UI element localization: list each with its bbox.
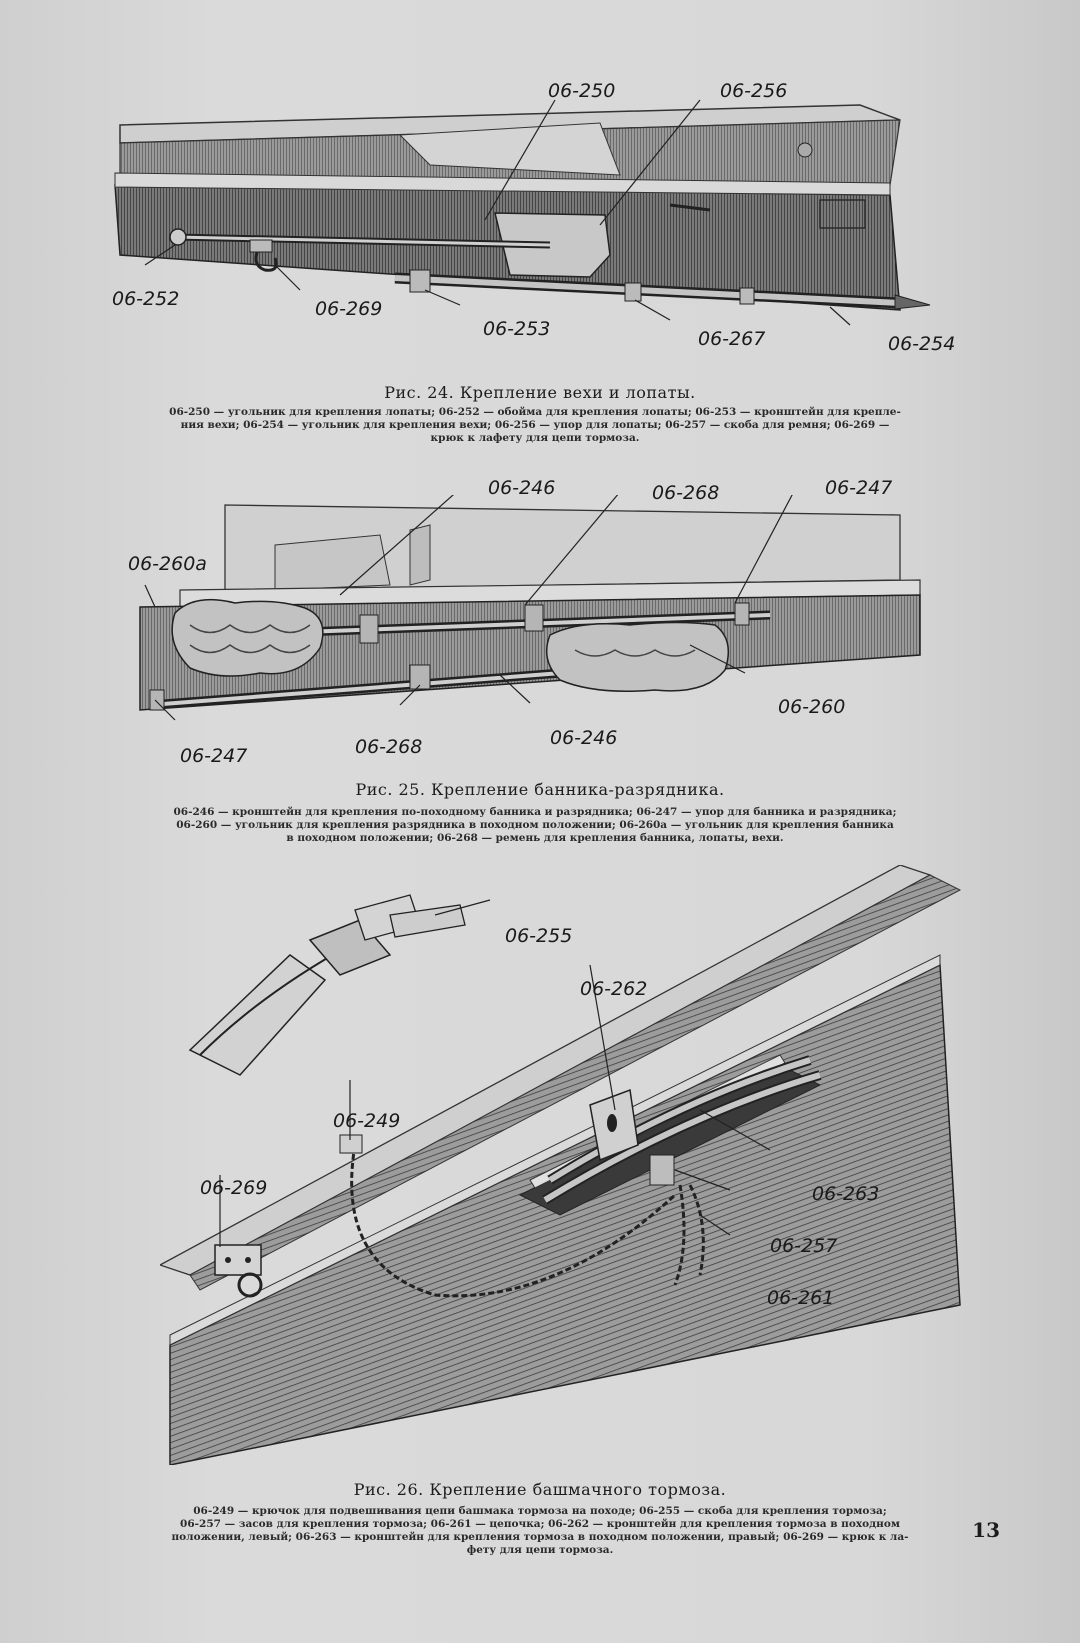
fig26-label-06-249: 06-249 [333, 1110, 401, 1132]
fig24-label-06-254: 06-254 [888, 333, 956, 355]
fig25-label-06-268-top: 06-268 [652, 482, 720, 504]
fig24-caption: 06-250 — угольник для крепления лопаты; … [55, 406, 1015, 445]
fig26-title: Рис. 26. Крепление башмачного тормоза. [353, 1480, 727, 1499]
fig26-label-06-262: 06-262 [580, 978, 648, 1000]
fig26-caption-line: 06-257 — засов для крепления тормоза; 06… [180, 1518, 900, 1530]
fig24-label-06-267: 06-267 [698, 328, 766, 350]
fig24-title: Рис. 24. Крепление вехи и лопаты. [384, 383, 696, 402]
fig24-label-06-252: 06-252 [112, 288, 180, 310]
figure-24-drawing [100, 95, 980, 355]
fig24-label-06-253: 06-253 [483, 318, 551, 340]
fig26-caption-line: положении, левый; 06-263 — кронштейн для… [171, 1531, 909, 1543]
fig25-caption-line: 06-260 — угольник для крепления разрядни… [176, 819, 894, 831]
figure-26-drawing [160, 865, 1000, 1465]
figure-25-drawing [130, 495, 930, 745]
fig25-label-06-247-top: 06-247 [825, 477, 893, 499]
fig25-label-06-268-bottom: 06-268 [355, 736, 423, 758]
fig26-label-06-257: 06-257 [770, 1235, 838, 1257]
fig26-caption-line: фету для цепи тормоза. [466, 1544, 614, 1556]
page-number: 13 [972, 1518, 1000, 1542]
fig25-caption-line: 06-246 — кронштейн для крепления по-похо… [173, 806, 897, 818]
fig25-label-06-260: 06-260 [778, 696, 846, 718]
fig24-caption-line: 06-250 — угольник для крепления лопаты; … [169, 406, 901, 418]
fig26-label-06-261: 06-261 [767, 1287, 835, 1309]
fig26-label-06-263: 06-263 [812, 1183, 880, 1205]
fig25-caption: 06-246 — кронштейн для крепления по-похо… [55, 806, 1015, 845]
fig24-caption-line: ния вехи; 06-254 — угольник для креплени… [180, 419, 890, 431]
fig25-title: Рис. 25. Крепление банника-разрядника. [355, 780, 725, 799]
fig26-label-06-255: 06-255 [505, 925, 573, 947]
fig25-label-06-246-top: 06-246 [488, 477, 556, 499]
fig25-label-06-260a: 06-260а [128, 553, 207, 575]
fig24-caption-line: крюк к лафету для цепи тормоза. [430, 432, 640, 444]
fig26-caption: 06-249 — крючок для подвешивания цепи ба… [70, 1505, 1010, 1557]
fig24-label-06-256: 06-256 [720, 80, 788, 102]
fig26-label-06-269: 06-269 [200, 1177, 268, 1199]
fig25-label-06-246-bottom: 06-246 [550, 727, 618, 749]
fig25-caption-line: в походном положении; 06-268 — ремень дл… [286, 832, 784, 844]
fig24-label-06-269: 06-269 [315, 298, 383, 320]
fig24-label-06-250: 06-250 [548, 80, 616, 102]
fig26-caption-line: 06-249 — крючок для подвешивания цепи ба… [193, 1505, 887, 1517]
fig25-label-06-247-bottom: 06-247 [180, 745, 248, 767]
